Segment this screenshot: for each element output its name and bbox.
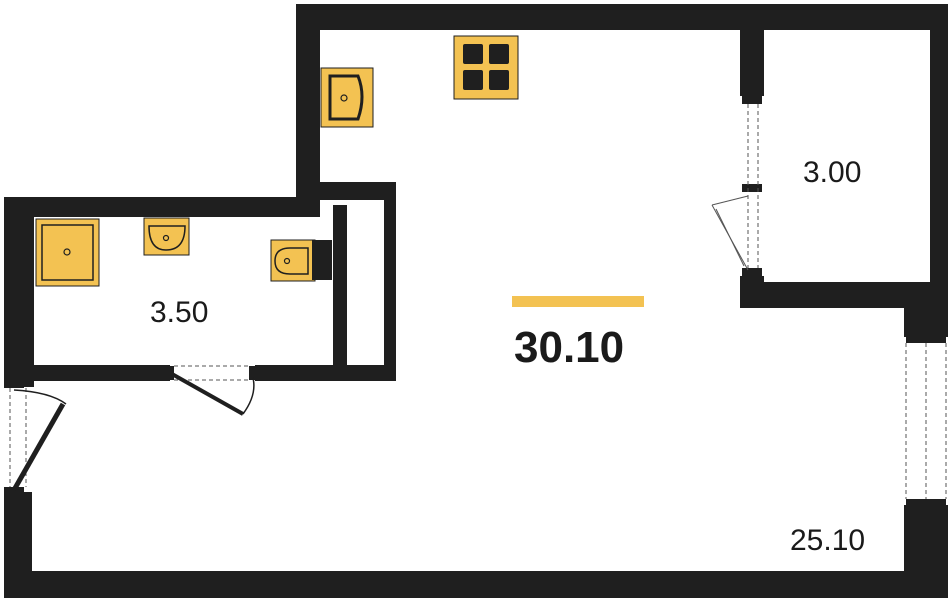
wall-balcony-bottom [740, 282, 940, 308]
living-room-area-label: 25.10 [790, 524, 865, 557]
wall-bathroom-bottom-right [255, 365, 396, 381]
total-area-accent-bar [512, 296, 644, 307]
wall-step-horizontal [296, 182, 396, 200]
bathroom-door [166, 365, 257, 416]
balcony-area-label: 3.00 [803, 156, 861, 189]
bathroom-area-label: 3.50 [150, 296, 208, 329]
shower-tray-icon [35, 218, 100, 287]
wall-balcony-partition-lower [740, 276, 764, 308]
wall-kitchen-left [296, 4, 320, 200]
wall-right-top [930, 4, 948, 310]
walls [4, 4, 948, 598]
wall-top [296, 4, 948, 30]
wall-bathroom-top [4, 197, 320, 217]
wall-niche-right [384, 182, 396, 381]
stove-icon [453, 35, 519, 100]
total-area-label: 30.10 [514, 323, 624, 372]
balcony-door [711, 96, 762, 276]
wall-bathroom-bottom [4, 365, 170, 381]
living-window [905, 337, 947, 505]
kitchen-sink-icon [320, 67, 374, 128]
entrance-door [4, 382, 67, 493]
wall-bottom [4, 571, 948, 598]
wall-balcony-partition-upper [740, 4, 764, 96]
wall-right-bottom [904, 505, 948, 598]
wall-bathroom-right [333, 205, 347, 375]
wall-left-upper [4, 197, 34, 387]
wall-left-lower [4, 492, 32, 598]
toilet-icon [270, 239, 332, 282]
bathroom-sink-icon [143, 217, 190, 256]
